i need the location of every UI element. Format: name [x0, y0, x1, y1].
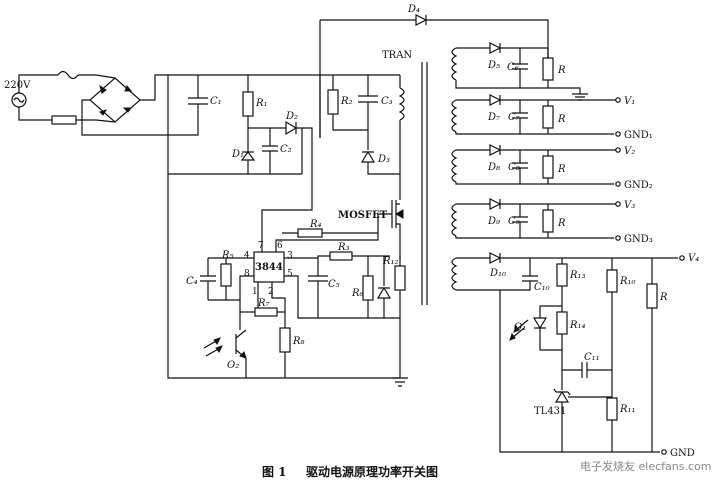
r10-label: R₁₀: [619, 276, 636, 287]
figure-title: 驱动电源原理功率开关图: [306, 464, 438, 479]
r-v1-label: R: [557, 114, 566, 125]
controller-3844: 3844 7 6 4 8 3 5 1 2 R₄ R₃ C₅ R₆: [186, 127, 408, 387]
pin-3: 3: [287, 251, 293, 261]
r-v2-label: R: [557, 164, 566, 175]
d8-label: D₈: [487, 162, 500, 173]
transformer-core: TRAN: [382, 50, 428, 305]
r8-label: R₈: [292, 336, 305, 347]
pin-1: 1: [252, 287, 258, 297]
r6-label: R₆: [351, 288, 364, 299]
v3-label: V₃: [624, 200, 635, 211]
r-top-label: R: [557, 65, 566, 76]
r5-label: R₅: [221, 250, 234, 261]
r1-label: R₁: [255, 98, 268, 109]
pin-8: 8: [244, 269, 250, 279]
d2-label: D₂: [285, 111, 298, 122]
v4-label: V₄: [688, 253, 699, 264]
r13-label: R₁₃: [569, 270, 586, 281]
pin-5: 5: [287, 269, 293, 279]
c5-label: C₅: [328, 279, 340, 290]
c1-label: C₁: [210, 96, 222, 107]
gnd2-label: GND₂: [624, 180, 653, 191]
r4-label: R₄: [309, 219, 322, 230]
secondary-top-winding: D₅ C₆ R: [451, 42, 588, 101]
r-v4-label: R: [659, 292, 668, 303]
ground-symbol: [392, 377, 408, 387]
d1-label: D₁: [231, 149, 244, 160]
c6-label: C₆: [507, 62, 519, 73]
r14-label: R₁₄: [569, 320, 586, 331]
c4-label: C₄: [186, 276, 198, 287]
pin-2: 2: [268, 287, 274, 297]
pin-4: 4: [244, 251, 250, 261]
r2-label: R₂: [340, 96, 353, 107]
fuse-icon: [57, 70, 79, 80]
c11-label: C₁₁: [584, 352, 600, 363]
d3-label: D₃: [377, 154, 390, 165]
tl431-label: TL431: [534, 406, 566, 417]
secondary-v2: D₈ C₈ R V₂ GND₂: [451, 144, 653, 191]
c2-label: C₂: [280, 144, 292, 155]
secondary-v1: D₇ C₇ R V₁ GND₁: [451, 94, 653, 141]
r11-label: R₁₁: [619, 404, 636, 415]
thermistor-resistor: [51, 115, 77, 125]
input-voltage-label: 220V: [4, 80, 31, 91]
mosfet-label: MOSFET: [338, 210, 388, 221]
c8-label: C₈: [508, 162, 520, 173]
d9-label: D₉: [487, 216, 500, 227]
d4-label: D₄: [407, 4, 420, 15]
secondary-v3: D₉ C₉ R V₃ GND₃: [451, 198, 653, 245]
v2-label: V₂: [624, 146, 635, 157]
ac-wave-icon: [13, 97, 25, 103]
sec-ground-symbol: [572, 93, 588, 101]
o1-label: O₁: [514, 322, 526, 333]
c7-label: C₇: [508, 112, 520, 123]
ic-3844-body: [253, 251, 285, 283]
d10-label: D₁₀: [489, 268, 506, 279]
figure-number: 图 1: [262, 465, 287, 479]
d5-label: D₅: [487, 60, 500, 71]
mosfet-switch: MOSFET: [282, 200, 404, 260]
c3-label: C₃: [381, 96, 393, 107]
c10-label: C₁₀: [534, 282, 550, 293]
r7-label: R₇: [257, 298, 270, 309]
r12-label: R₁₂: [382, 256, 399, 267]
watermark-text: 电子发烧友 elecfans.com: [580, 459, 711, 473]
ic-name: 3844: [255, 262, 283, 273]
secondary-v4-feedback: D₁₀ V₄ C₁₀ R₁₃ O₁ R₁₄ C₁₁ TL431: [451, 252, 699, 459]
r3-label: R₃: [337, 242, 350, 253]
o2-label: O₂: [227, 360, 239, 371]
gnd3-label: GND₃: [624, 234, 653, 245]
primary-winding: [398, 87, 405, 121]
d7-label: D₇: [487, 112, 500, 123]
mains-input: 220V: [4, 70, 96, 125]
pin-7: 7: [258, 241, 264, 251]
gnd1-label: GND₁: [624, 130, 653, 141]
pin-6: 6: [277, 241, 283, 251]
v1-label: V₁: [624, 96, 635, 107]
primary-bus: C₁ R₁ C₂ D₁ D₂: [167, 75, 400, 379]
snubber-and-primary: R₂ C₃ D₃: [320, 74, 405, 200]
transformer-label: TRAN: [382, 50, 412, 61]
aux-feed-d4: D₄: [319, 4, 549, 138]
r-v3-label: R: [557, 218, 566, 229]
gnd-label: GND: [670, 448, 695, 459]
c9-label: C₉: [508, 216, 520, 227]
